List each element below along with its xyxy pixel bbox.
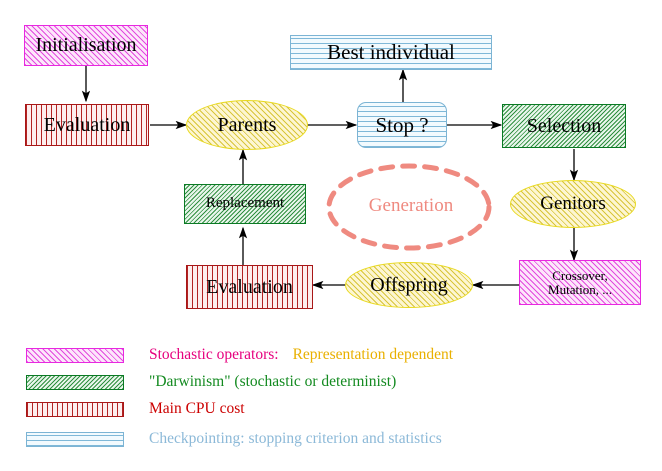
legend-label-checkpointing: Checkpointing: stopping criterion and st… (149, 430, 442, 447)
node-evaluation-top[interactable]: Evaluation (25, 104, 149, 146)
legend-swatch-main-cpu-cost (26, 401, 124, 417)
node-stop[interactable]: Stop ? (357, 102, 447, 148)
node-parents[interactable]: Parents (186, 100, 308, 150)
node-crossover-mutation[interactable]: Crossover, Mutation, ... (519, 260, 641, 305)
legend-row-darwinism: "Darwinism" (stochastic or determinist) (26, 371, 396, 393)
legend-row-checkpointing: Checkpointing: stopping criterion and st… (26, 428, 442, 450)
legend-label-representation-dependent: Representation dependent (292, 346, 454, 363)
legend-row-cpu-cost: Main CPU cost (26, 398, 245, 420)
legend-label-darwinism: "Darwinism" (stochastic or determinist) (149, 373, 397, 390)
legend-swatch-checkpointing (26, 431, 124, 447)
legend-swatch-darwinism (26, 374, 124, 390)
generation-label: Generation (368, 195, 454, 216)
node-best-individual[interactable]: Best individual (290, 35, 492, 70)
legend-label-stochastic-operators: Stochastic operators: (149, 346, 279, 363)
legend-swatch-stochastic-operators (26, 347, 124, 363)
node-initialisation[interactable]: Initialisation (24, 25, 148, 66)
legend-row-stochastic: Stochastic operators: Representation depe… (26, 344, 453, 366)
node-evaluation-bottom[interactable]: Evaluation (186, 265, 313, 309)
node-replacement[interactable]: Replacement (184, 184, 306, 224)
node-offspring[interactable]: Offspring (345, 262, 473, 308)
node-selection[interactable]: Selection (502, 104, 626, 148)
node-genitors[interactable]: Genitors (510, 180, 636, 228)
generation-ellipse (326, 163, 492, 251)
legend-label-main-cpu-cost: Main CPU cost (149, 400, 245, 417)
